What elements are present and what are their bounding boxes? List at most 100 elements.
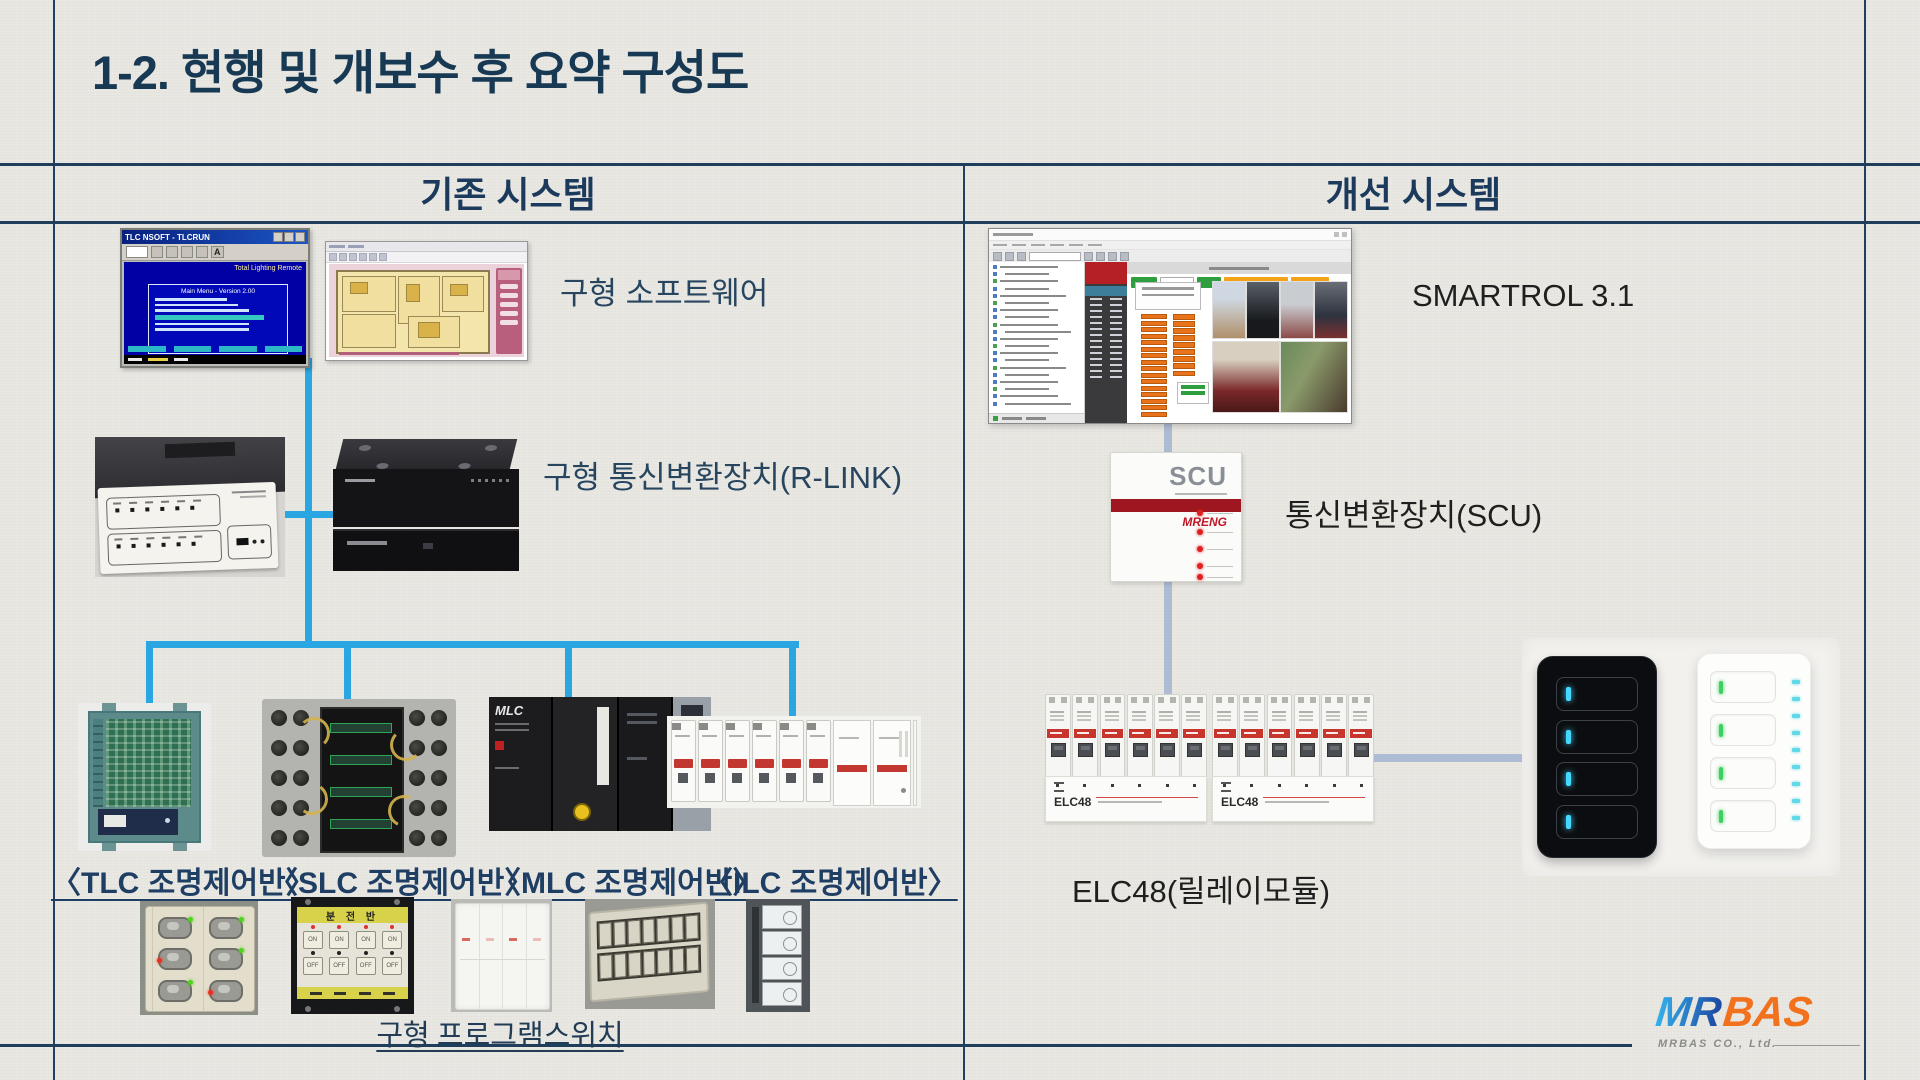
terminal-board [106,719,191,807]
title-text: 현행 및 개보수 후 요약 구성도 [169,46,749,99]
tree-rows [993,265,1084,406]
touch-button [1710,800,1776,832]
tree-row [993,336,1084,341]
tree-row [993,365,1084,370]
channel-cell-bar [1090,328,1102,330]
label-tick [145,501,154,504]
tree-node-label-bar [1000,323,1058,326]
tree-row [993,308,1084,313]
green-led [1719,810,1723,823]
channel-cell-bar [1110,376,1122,378]
led-dot [471,479,474,482]
channel-row [1085,302,1127,308]
module-brand-band [1350,729,1372,738]
module-clip [1103,697,1110,703]
device-upper-front [333,469,519,527]
switch-plate [145,906,255,1012]
sidebar-button [500,302,518,307]
bottom-segment [128,358,142,361]
green-led [239,948,244,953]
module-clip [1309,697,1316,703]
wire [390,729,422,761]
green-led [1719,767,1723,780]
label-tick [114,538,123,541]
dos-menu-line [155,298,227,301]
frame-line-left [53,0,55,1080]
relay-bar [1141,385,1167,391]
cyan-dash [1791,765,1800,769]
touch-button [1710,671,1776,703]
floorplan-furniture [418,322,440,338]
bottom-segment [174,358,188,361]
cyan-led [1566,687,1571,701]
channel-row [1085,326,1127,332]
channel-cell-bar [1090,334,1102,336]
improved-link-elc-switch [1372,754,1542,762]
improved-link-scu-elc [1164,576,1172,700]
black-dot [310,951,315,955]
green-led [188,916,193,922]
tree-node-icon [993,272,997,277]
terminal-screw [409,800,425,816]
legacy-converter-device-photo [95,437,285,577]
red-indicator [485,938,494,941]
header-row-top-line [0,163,1920,166]
frame-line-right [1864,0,1866,1080]
legacy-converter-label: 구형 통신변환장치(R-LINK) [543,460,903,495]
brand-text-bar [1104,732,1117,734]
tree-node-label-bar [1005,273,1049,276]
mount-tab [102,703,116,713]
key [656,917,670,943]
relay-bar [1173,370,1195,377]
minimize-icon [273,232,283,242]
info-line-bar [1142,293,1194,296]
cyan-dash [1791,680,1800,684]
legacy-switch-photo-rocker [451,899,552,1012]
module-red-stripe [877,765,907,772]
green-button [1197,277,1221,288]
module-red-band [782,759,801,768]
module-label-bars [1131,711,1146,713]
switch-body: ON OFF ON OFF ON OFF ON OFF [297,923,408,987]
yellow-sticker [573,803,591,821]
scu-led-row [1197,546,1233,552]
dos-bottom-bar [124,355,306,364]
dot [1083,784,1087,787]
relay-module [1293,694,1320,778]
dot [1138,784,1142,787]
channel-cell-bar [1110,364,1122,366]
view-title-strip [1127,262,1351,274]
relay-bar [1173,342,1195,348]
din-relay-module [779,720,804,802]
view-title-bar [1209,266,1269,270]
tree-node-icon [993,372,997,377]
red-led [157,958,162,963]
tree-row [993,279,1084,284]
tree-node-icon [993,293,997,298]
module-clip [1270,697,1277,703]
relay-bar [1141,392,1167,398]
label-bar [495,723,529,725]
dos-menu-line [155,309,249,312]
touch-button [1710,757,1776,789]
relay-channel-bars-2 [1173,314,1195,377]
relay-module [1266,694,1293,778]
tree-node-icon [993,265,997,269]
ilc-panel-label: 〈ILC 조명제어반〉 [703,867,958,900]
label-bar [627,713,657,716]
base-icon [1221,782,1231,792]
channel-cell-bar [1090,322,1102,324]
module-clip [1197,697,1203,703]
menu-bar [989,241,1351,250]
dot [1056,784,1059,787]
red-led [1197,529,1203,535]
red-led [390,925,395,929]
led-dot [485,479,488,482]
module-label-bars [1298,711,1313,713]
relay-bar [1141,314,1167,320]
tlc-panel-photo [78,703,211,851]
terminal-screw [409,830,425,846]
legacy-distribution-line [146,641,799,648]
green-led [1719,724,1723,737]
module-label-bars [1353,711,1368,713]
